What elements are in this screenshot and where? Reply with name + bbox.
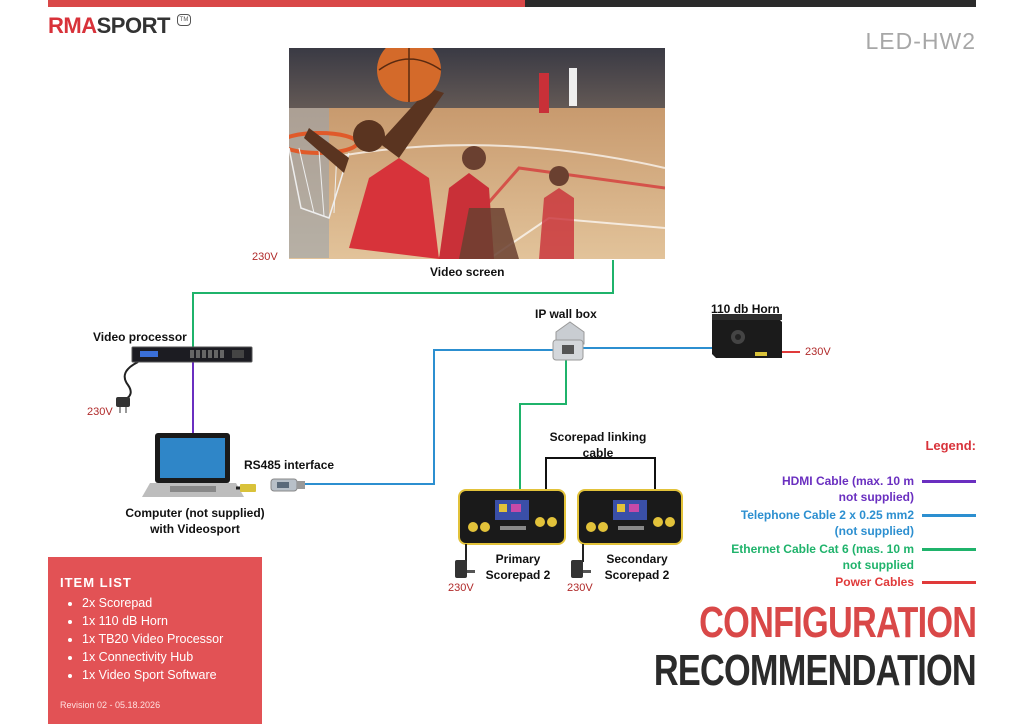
scorepad-linking-cable [545,457,656,490]
scorepad-link-line1: Scorepad linking [549,430,647,444]
item-list-title: ITEM LIST [60,575,132,590]
list-item: 1x Connectivity Hub [82,648,223,666]
top-accent-bar [48,0,538,7]
recommendation-title: RECOMMENDATION [653,646,977,695]
list-item: 1x TB20 Video Processor [82,630,223,648]
trademark-icon: TM [177,14,191,26]
primary-label-line1: Primary [495,552,541,566]
computer-label: Computer (not supplied) with Videosport [125,506,265,536]
video-screen-image [289,48,665,259]
usb-connector-icon [240,484,256,492]
legend-power-swatch [922,581,976,584]
rs485-interface-device [270,478,305,492]
legend-power-line1: Power Cables [835,575,914,589]
processor-voltage: 230V [87,406,113,418]
power-cable-processor [123,361,139,401]
top-dark-bar [525,0,976,7]
scorepad-link-line2: cable [582,446,614,460]
brand-logo: RMASPORT [48,13,170,39]
primary-scorepad-device [458,489,566,545]
secondary-label-line1: Secondary [606,552,668,566]
ethernet-cable-scorepad [519,360,567,490]
legend-telephone-line1: Telephone Cable 2 x 0.25 mm2 [740,508,914,522]
legend-ethernet-swatch [922,548,976,551]
primary-label-line2: Scorepad 2 [485,568,551,582]
secondary-voltage: 230V [567,582,593,594]
legend-hdmi-line2: not supplied) [838,490,914,504]
list-item: 1x Video Sport Software [82,666,223,684]
legend-hdmi-swatch [922,480,976,483]
logo-sport: SPORT [96,13,171,38]
legend-title: Legend: [925,438,976,453]
primary-scorepad-label: Primary Scorepad 2 [482,552,554,582]
power-adapter-secondary-icon [571,560,591,578]
horn-label: 110 db Horn [711,302,780,316]
video-processor-label: Video processor [93,330,187,344]
computer-label-line1: Computer (not supplied) [125,506,265,520]
revision-text: Revision 02 - 05.18.2026 [60,700,161,710]
logo-rma: RMA [48,13,97,38]
ip-wall-box-device [552,321,585,361]
horn-voltage: 230V [805,346,831,358]
power-plug-icon [116,397,130,413]
item-list: 2x Scorepad 1x 110 dB Horn 1x TB20 Video… [60,594,223,684]
basketball-photo [289,48,665,259]
screen-voltage: 230V [252,251,278,263]
configuration-title: CONFIGURATION [698,598,977,647]
legend-hdmi-line1: HDMI Cable (max. 10 m [781,474,914,488]
list-item: 2x Scorepad [82,594,223,612]
ethernet-cable-screen [192,260,614,348]
scorepad-link-label: Scorepad linking cable [548,430,648,460]
item-list-panel: ITEM LIST 2x Scorepad 1x 110 dB Horn 1x … [48,557,262,724]
list-item: 1x 110 dB Horn [82,612,223,630]
secondary-scorepad-label: Secondary Scorepad 2 [598,552,676,582]
telephone-cable-rs485 [305,349,553,485]
legend-ethernet-line2: not supplied [842,558,914,572]
primary-voltage: 230V [448,582,474,594]
computer-label-line2: with Videosport [150,522,240,536]
laptop-icon [142,433,244,497]
secondary-label-line2: Scorepad 2 [604,568,670,582]
legend-telephone-line2: (not supplied) [834,524,914,538]
legend-telephone-swatch [922,514,976,517]
ip-wall-box-label: IP wall box [535,307,597,321]
video-screen-label: Video screen [430,265,505,279]
horn-device [712,314,782,358]
rs485-label: RS485 interface [244,458,335,472]
legend-ethernet-line1: Ethernet Cable Cat 6 (mas. 10 m [731,542,914,556]
model-code: LED-HW2 [865,28,976,54]
video-processor-device [131,346,253,363]
power-adapter-primary-icon [455,560,475,578]
secondary-scorepad-device [577,489,683,545]
